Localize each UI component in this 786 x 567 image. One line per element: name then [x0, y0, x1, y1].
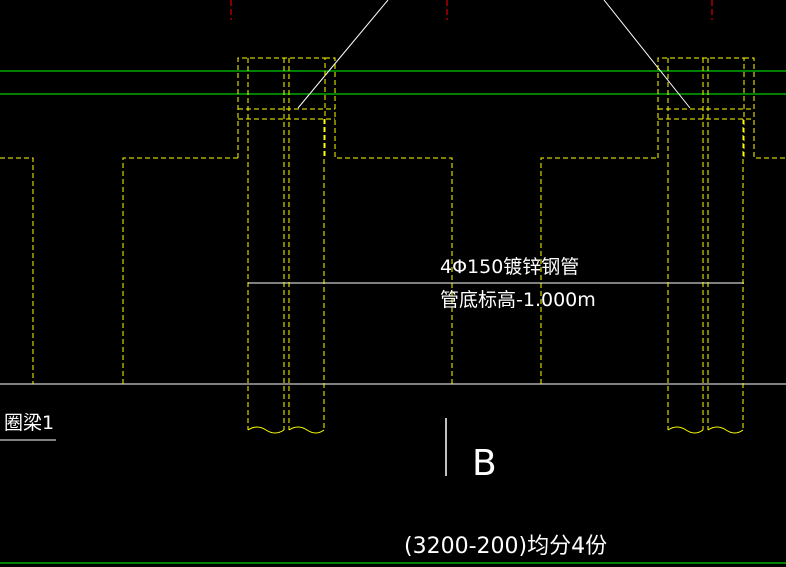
leader-left [297, 0, 389, 109]
left-col-break-wave [247, 426, 325, 434]
pipe-spec-label: 4Φ150镀锌钢管 [440, 256, 579, 278]
left-column-cap [237, 57, 326, 158]
left-wall-outline [0, 157, 34, 384]
right-col-break-wave [667, 426, 744, 434]
division-note: (3200-200)均分4份 [404, 534, 607, 559]
yellow-dashed-structure [0, 57, 786, 434]
right-cap-right [744, 57, 786, 159]
pipe-elevation-label: 管底标高-1.000m [440, 289, 596, 311]
leader-right [603, 0, 691, 109]
green-lines [0, 70, 786, 564]
left-cap-right [325, 57, 453, 384]
right-column-cap [657, 57, 745, 158]
axis-label-b: B [472, 443, 497, 484]
red-axis-marks [230, 0, 713, 20]
right-trench [540, 157, 658, 384]
beam-label: 圈梁1 [4, 412, 54, 434]
left-trench [122, 157, 238, 384]
leader-lines [0, 0, 786, 476]
